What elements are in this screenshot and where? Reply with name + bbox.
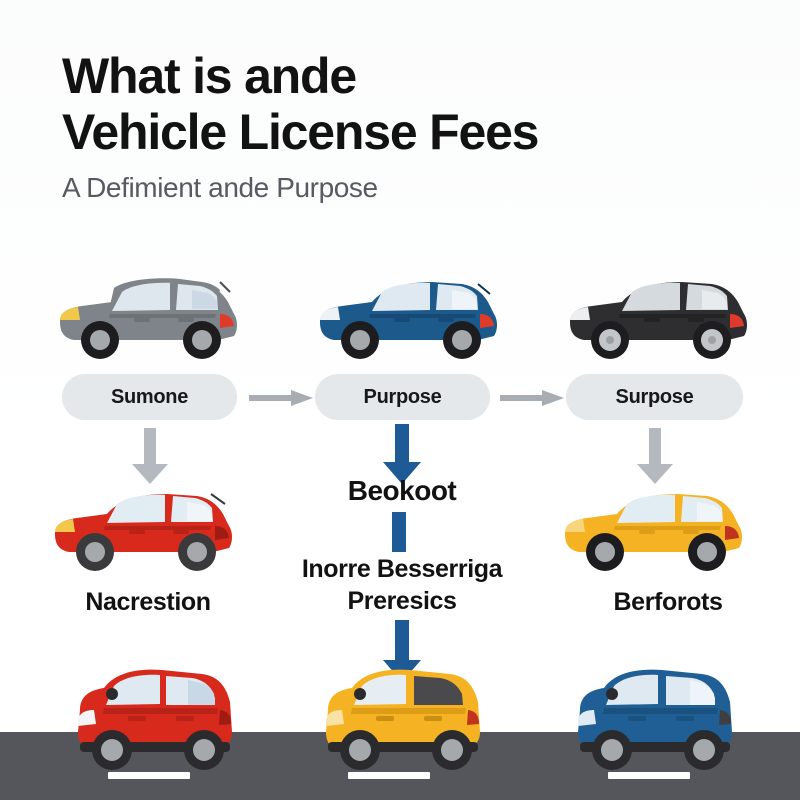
page-title-line-2: Vehicle License Fees [62,104,539,160]
arrow-down-icon [633,428,677,484]
center-body-line-1: Inorre Besserriga [301,555,503,583]
caption-nacrestion: Nacrestion [85,588,211,616]
flow-pill-sumone[interactable]: Sumone [62,374,237,420]
caption-berforots: Berforots [613,588,723,616]
road-dash [108,772,190,779]
arrow-down-icon [380,620,424,682]
page-subtitle: A Defimient ande Purpose [62,172,378,203]
car-black-top [562,270,758,370]
road-dash [608,772,690,779]
car-blue-top [312,270,508,370]
flow-pill-label: Sumone [110,385,189,408]
flow-pill-surpose[interactable]: Surpose [566,374,743,420]
car-yellow-middle [557,482,753,582]
center-heading: Beokoot [347,475,457,506]
arrow-right-icon [249,390,313,406]
connector-line [392,512,406,552]
flow-pill-label: Purpose [363,385,442,408]
page-title-line-1: What is ande [62,48,357,104]
arrow-down-icon [380,424,424,484]
car-blue-bottom [552,662,742,782]
car-gray-top [52,270,248,370]
arrow-right-icon [500,390,564,406]
center-body: Inorre Besserriga Preresics [222,553,582,617]
car-red-bottom [52,662,242,782]
center-body-line-2: Preresics [347,587,457,615]
flow-pill-purpose[interactable]: Purpose [315,374,490,420]
road-dash [348,772,430,779]
flow-pill-label: Surpose [615,385,694,408]
car-yellow-bottom [300,662,490,782]
arrow-down-icon [128,428,172,484]
car-red-middle [47,482,243,582]
header: What is ande Vehicle License Fees A Defi… [62,48,762,204]
